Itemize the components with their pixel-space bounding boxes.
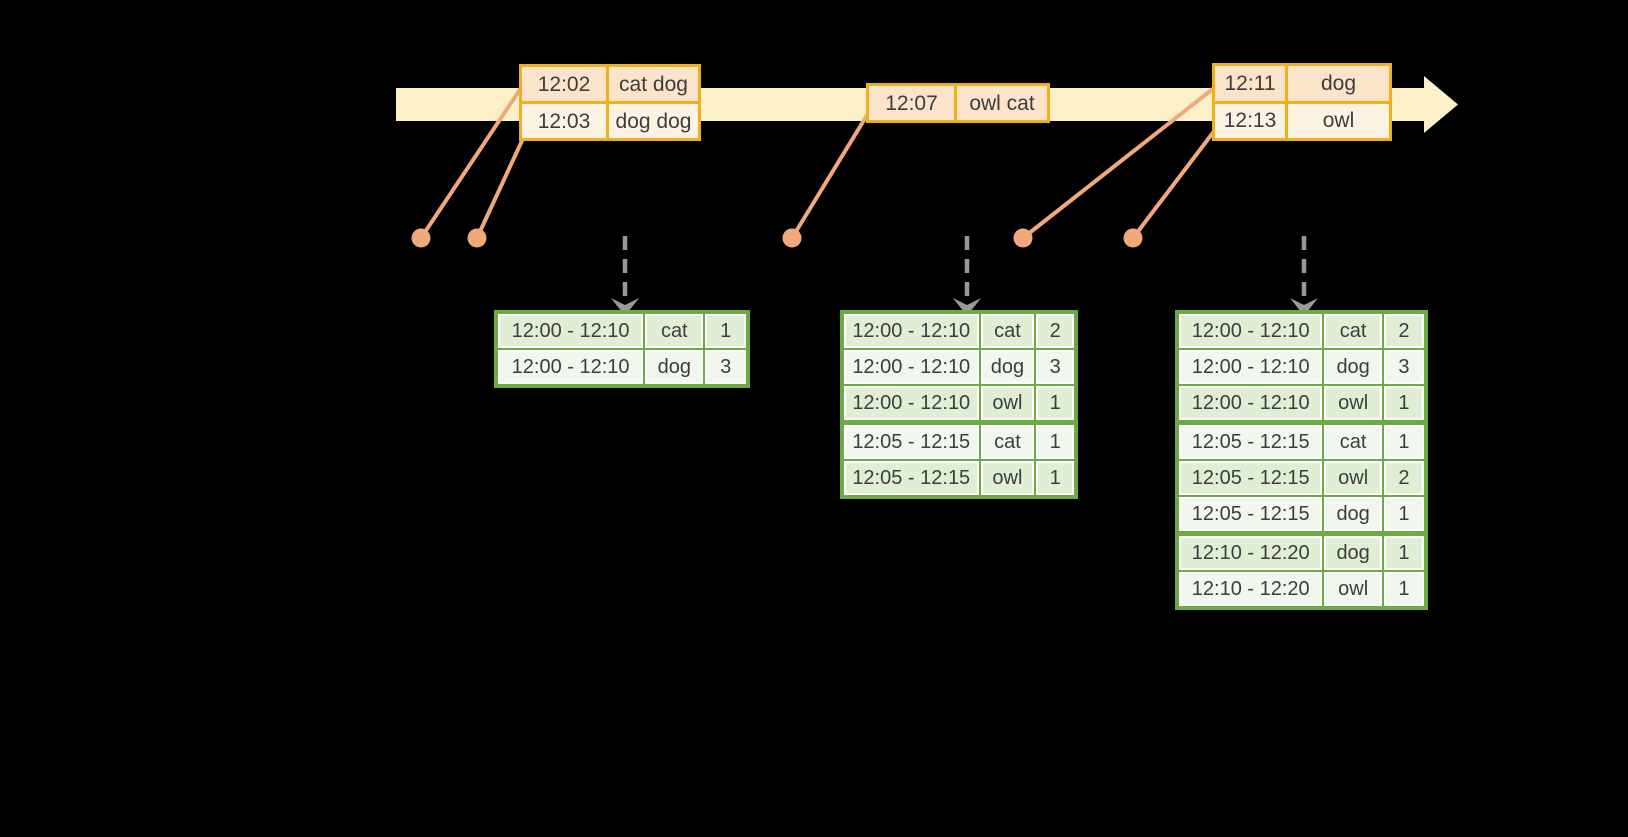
word-cell: owl <box>980 386 1035 420</box>
word-cell: owl <box>1324 386 1382 420</box>
event-time-axis-arrowhead-icon <box>1424 76 1458 133</box>
word-cell: cat <box>1324 425 1382 459</box>
count-cell: 1 <box>1383 572 1424 606</box>
window-cell: 12:00 - 12:10 <box>1179 386 1323 420</box>
count-cell: 3 <box>705 350 746 384</box>
event-words-cell: owl cat <box>957 86 1047 120</box>
word-cell: cat <box>1324 314 1382 348</box>
word-cell: cat <box>980 425 1035 459</box>
count-cell: 3 <box>1383 350 1424 384</box>
word-cell: owl <box>980 461 1035 495</box>
count-cell: 1 <box>1383 425 1424 459</box>
window-cell: 12:00 - 12:10 <box>498 350 644 384</box>
window-cell: 12:05 - 12:15 <box>844 461 979 495</box>
event-time-cell: 12:03 <box>522 104 606 138</box>
window-cell: 12:00 - 12:10 <box>1179 350 1323 384</box>
count-cell: 1 <box>1383 386 1424 420</box>
event-words-cell: dog <box>1288 66 1389 101</box>
event-time-cell: 12:07 <box>869 86 954 120</box>
count-cell: 1 <box>705 314 746 348</box>
window-cell: 12:00 - 12:10 <box>844 350 979 384</box>
word-cell: dog <box>1324 536 1382 570</box>
word-cell: owl <box>1324 572 1382 606</box>
window-cell: 12:10 - 12:20 <box>1179 572 1323 606</box>
event-time-cell: 12:11 <box>1215 66 1285 101</box>
window-cell: 12:00 - 12:10 <box>844 314 979 348</box>
count-cell: 3 <box>1036 350 1074 384</box>
window-cell: 12:05 - 12:15 <box>1179 497 1323 531</box>
event-dot <box>1013 228 1033 248</box>
event-dot <box>1123 228 1143 248</box>
count-cell: 2 <box>1383 461 1424 495</box>
count-cell: 2 <box>1383 314 1424 348</box>
window-cell: 12:05 - 12:15 <box>1179 425 1323 459</box>
window-cell: 12:00 - 12:10 <box>1179 314 1323 348</box>
event-words-cell: cat dog <box>609 67 698 101</box>
count-cell: 1 <box>1036 425 1074 459</box>
word-cell: dog <box>645 350 704 384</box>
event-time-cell: 12:13 <box>1215 103 1285 138</box>
event-dot <box>782 228 802 248</box>
event-dot <box>411 228 431 248</box>
event-connector-line <box>475 128 529 240</box>
word-cell: dog <box>1324 497 1382 531</box>
window-cell: 12:05 - 12:15 <box>1179 461 1323 495</box>
count-cell: 1 <box>1383 536 1424 570</box>
window-cell: 12:00 - 12:10 <box>844 386 979 420</box>
window-cell: 12:05 - 12:15 <box>844 425 979 459</box>
count-cell: 1 <box>1036 461 1074 495</box>
word-cell: dog <box>1324 350 1382 384</box>
count-cell: 1 <box>1383 497 1424 531</box>
event-connector-line <box>790 110 871 240</box>
window-cell: 12:10 - 12:20 <box>1179 536 1323 570</box>
event-time-cell: 12:02 <box>522 67 606 101</box>
word-cell: dog <box>980 350 1035 384</box>
word-cell: owl <box>1324 461 1382 495</box>
word-cell: cat <box>980 314 1035 348</box>
count-cell: 2 <box>1036 314 1074 348</box>
event-words-cell: dog dog <box>609 104 698 138</box>
event-dot <box>467 228 487 248</box>
word-cell: cat <box>645 314 704 348</box>
event-words-cell: owl <box>1288 103 1389 138</box>
window-cell: 12:00 - 12:10 <box>498 314 644 348</box>
event-connector-line <box>1131 128 1217 240</box>
count-cell: 1 <box>1036 386 1074 420</box>
